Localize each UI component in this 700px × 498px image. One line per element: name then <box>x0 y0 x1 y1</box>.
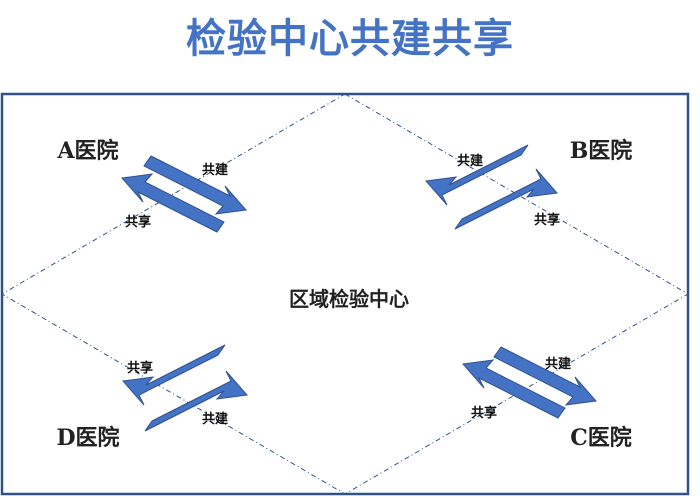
link-c-build-label: 共建 <box>545 356 571 372</box>
arrow-d-build-icon <box>144 370 248 432</box>
link-a-build-label: 共建 <box>202 162 228 178</box>
link-d-share-label: 共享 <box>127 360 153 376</box>
arrow-c-share-icon <box>462 359 566 419</box>
link-b-share-label: 共享 <box>534 212 560 228</box>
hospital-d-label: D医院 <box>56 425 119 451</box>
arrow-b-share-icon <box>454 168 558 230</box>
link-d-build-label: 共建 <box>202 411 228 427</box>
hospital-b-label: B医院 <box>570 138 633 164</box>
arrow-a-build-icon <box>143 155 247 215</box>
page-title: 检验中心共建共享 <box>186 16 514 62</box>
region-diamond <box>1 93 689 495</box>
arrow-d-share-icon <box>122 344 226 406</box>
arrow-b-build-icon <box>425 144 529 206</box>
link-a-share-label: 共享 <box>125 214 151 230</box>
arrow-a-share-icon <box>121 173 225 233</box>
hospital-c-label: C医院 <box>570 425 632 451</box>
link-c-share-label: 共享 <box>471 405 497 421</box>
center-label: 区域检验中心 <box>289 287 409 311</box>
link-b-build-label: 共建 <box>457 153 483 169</box>
hospital-a-label: A医院 <box>56 138 118 164</box>
arrow-c-build-icon <box>493 346 597 406</box>
